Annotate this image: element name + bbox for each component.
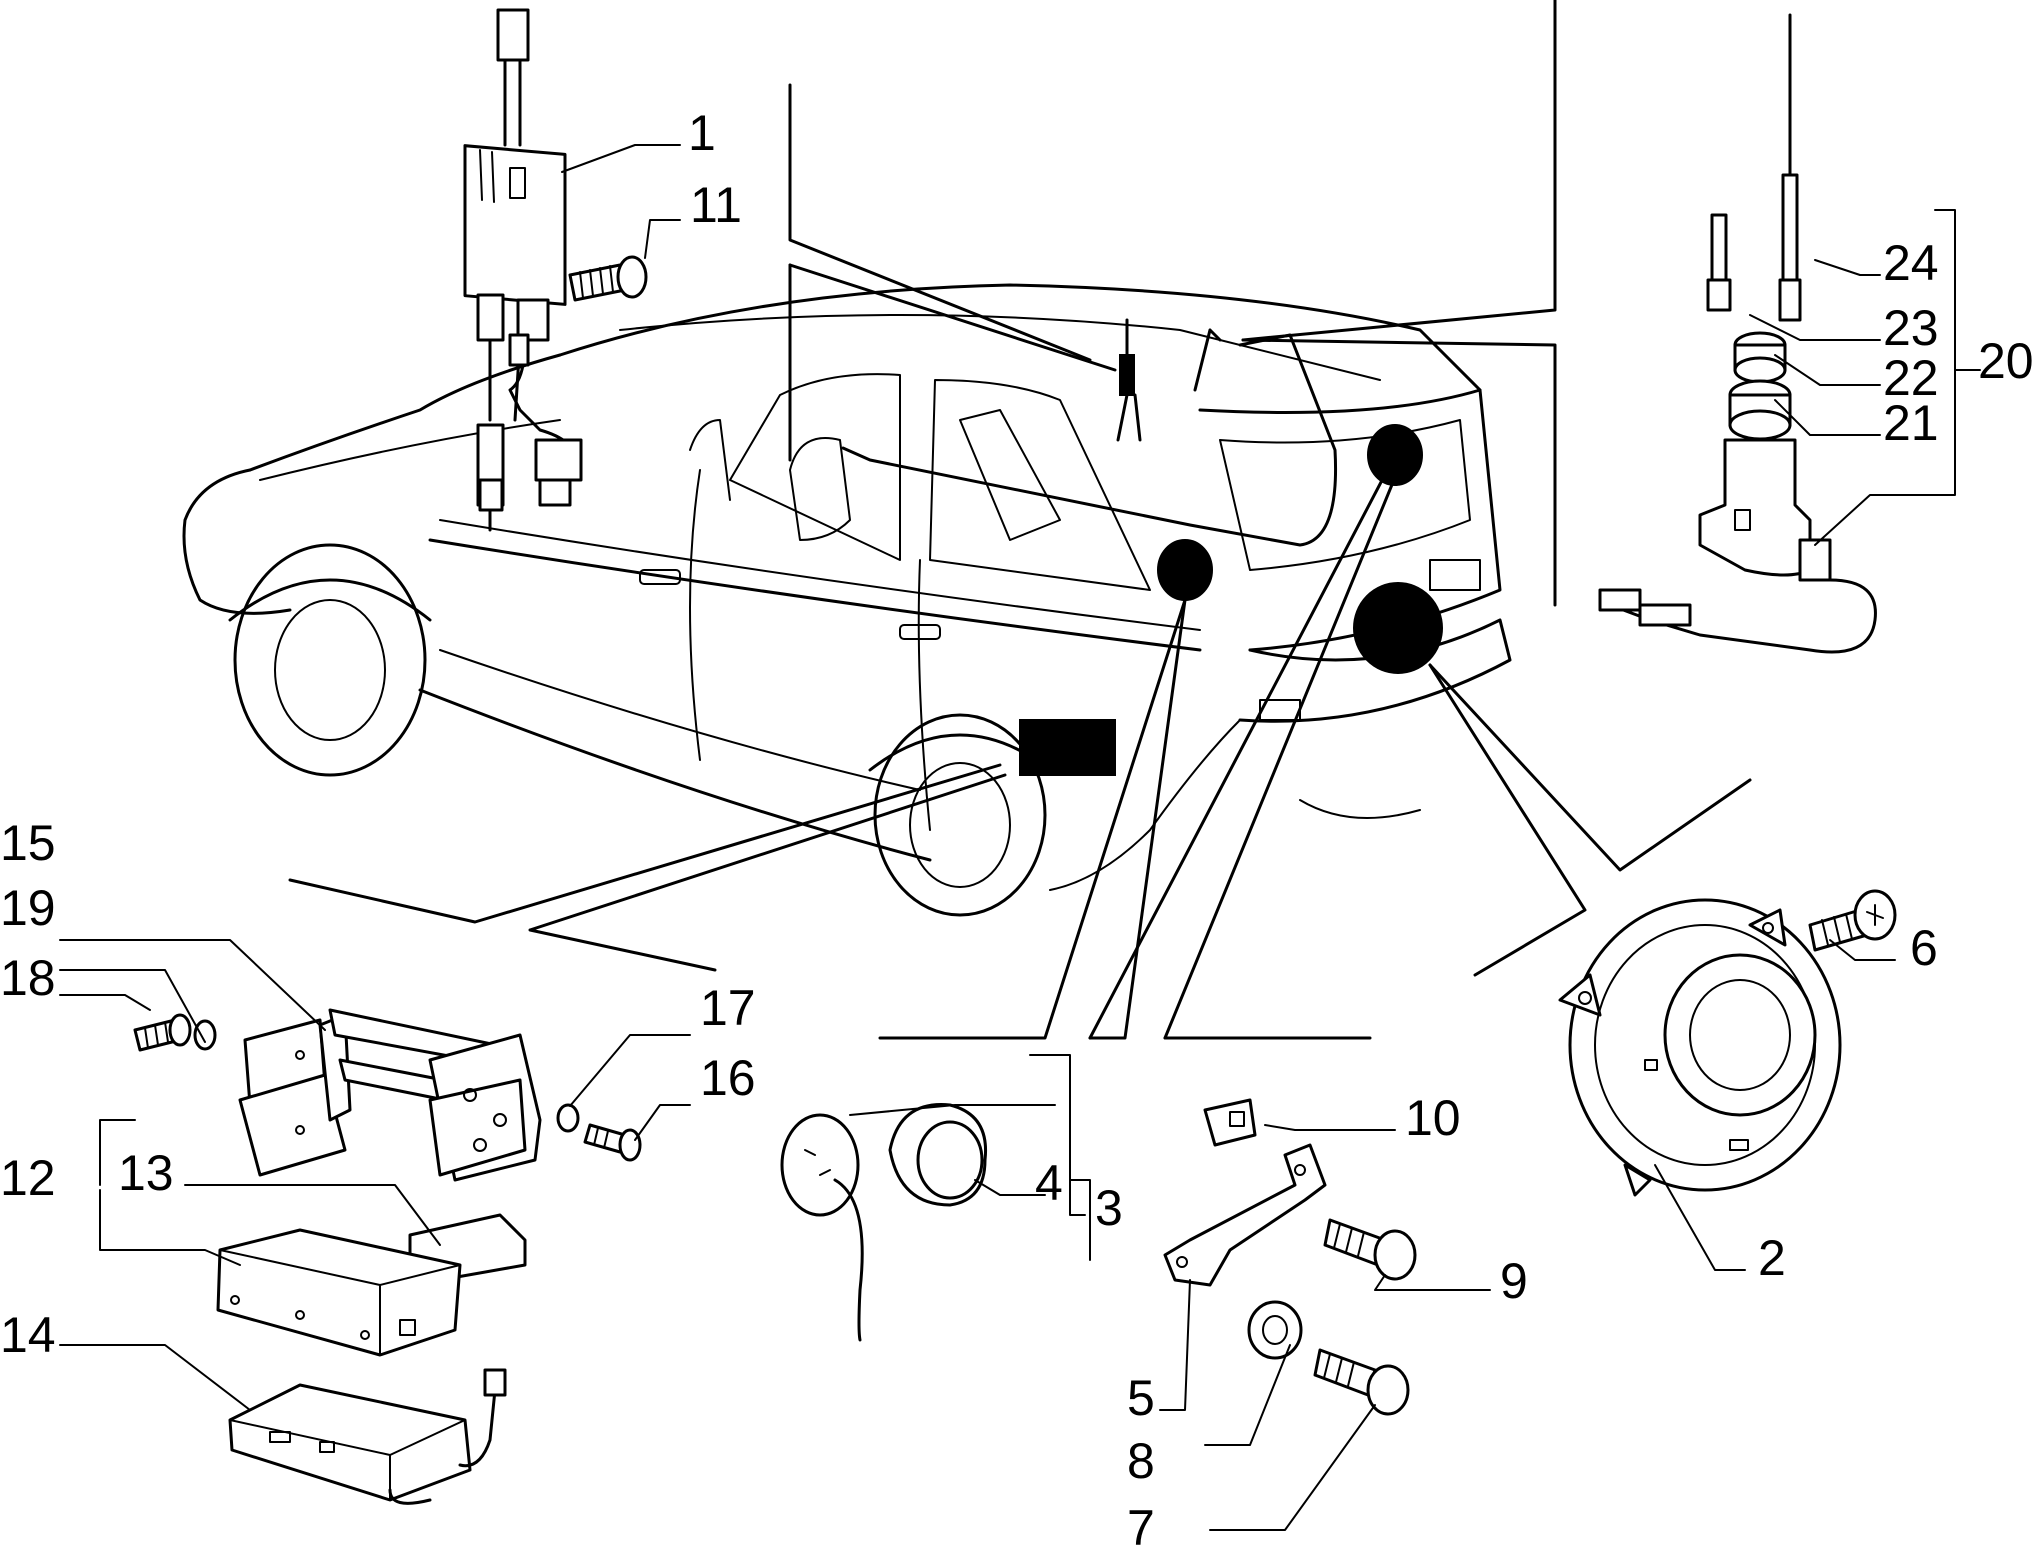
callout-24: 24 (1883, 235, 1939, 291)
callout-21: 21 (1883, 395, 1939, 451)
callout-12: 12 (0, 1150, 56, 1206)
callout-20: 20 (1978, 333, 2034, 389)
in-car-components (841, 318, 1443, 776)
washer-17 (556, 1103, 580, 1133)
callout-13: 13 (118, 1145, 174, 1201)
callout-18: 18 (0, 950, 56, 1006)
callout-9: 9 (1500, 1253, 1528, 1309)
leader-lines (288, 0, 1752, 1040)
callout-leaders (59, 144, 1981, 1531)
washer-19 (193, 1019, 217, 1051)
callout-7: 7 (1127, 1500, 1155, 1552)
callout-numbers: 1 11 24 23 22 21 20 6 2 3 4 10 9 5 8 7 1… (0, 105, 2034, 1552)
callout-16: 16 (700, 1050, 756, 1106)
callout-5: 5 (1127, 1370, 1155, 1426)
antenna-assembly (1598, 13, 1877, 654)
screw-11 (568, 255, 648, 302)
callout-15: 15 (0, 815, 56, 871)
callout-1: 1 (688, 105, 716, 161)
car-body (182, 283, 1512, 917)
mounting-bracket (238, 1008, 542, 1182)
amplifier-location (1119, 354, 1135, 396)
radio-location-block (1019, 719, 1116, 776)
rear-speaker-location (1353, 582, 1443, 674)
amplifier-module (463, 8, 583, 532)
callout-23: 23 (1883, 300, 1939, 356)
callout-11: 11 (690, 177, 742, 233)
screw-16 (583, 1123, 642, 1162)
callout-10: 10 (1405, 1090, 1461, 1146)
tweeter-3 (780, 1103, 988, 1342)
callout-19: 19 (0, 880, 56, 936)
callout-22: 22 (1883, 350, 1939, 406)
screw-18 (133, 1013, 192, 1052)
callout-4: 4 (1035, 1155, 1063, 1211)
speaker-2 (1558, 898, 1842, 1197)
bracket-hardware (1163, 1098, 1417, 1416)
screw-6 (1808, 889, 1897, 952)
callout-2: 2 (1758, 1230, 1786, 1286)
callout-8: 8 (1127, 1433, 1155, 1489)
callout-17: 17 (700, 980, 756, 1036)
callout-3: 3 (1095, 1180, 1123, 1236)
callout-14: 14 (0, 1307, 56, 1363)
left-speaker-location (1157, 539, 1213, 601)
radio-unit (216, 1213, 527, 1505)
right-speaker-location (1367, 424, 1423, 486)
callout-6: 6 (1910, 920, 1938, 976)
